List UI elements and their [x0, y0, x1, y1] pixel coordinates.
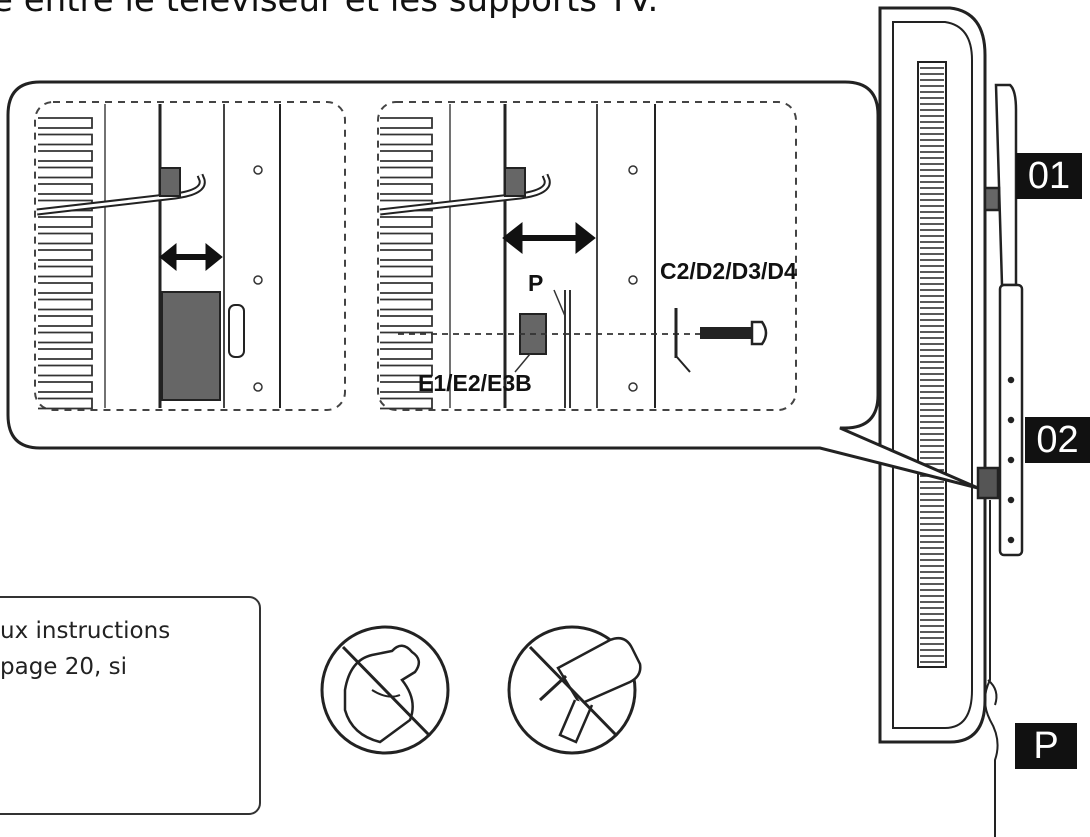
label-part-e: E1/E2/E3B [418, 370, 532, 396]
instruction-heading: e entre le téléviseur et les supports TV… [0, 0, 659, 20]
detail-callout [6, 80, 979, 490]
gap-arrow-large [502, 221, 596, 255]
note-line-2: page 20, si [0, 654, 128, 680]
note-box [0, 596, 261, 815]
tv-vent-lines [920, 67, 944, 663]
detail-left [34, 101, 346, 411]
note-line-1: ux instructions [0, 618, 171, 644]
no-power-drill-icon [507, 625, 642, 755]
detail-right [377, 101, 797, 411]
step-badge-01: 01 [1016, 153, 1082, 199]
label-part-c: C2/D2/D3/D4 [660, 258, 797, 284]
step-badge-02: 02 [1025, 417, 1090, 463]
wall-bracket [976, 83, 1024, 557]
safety-strap [984, 500, 999, 837]
label-part-p: P [528, 270, 544, 296]
no-force-icon [320, 625, 450, 755]
tv-side-profile [878, 6, 987, 744]
gap-arrow-small [159, 242, 223, 272]
step-badge-p: P [1015, 723, 1077, 769]
